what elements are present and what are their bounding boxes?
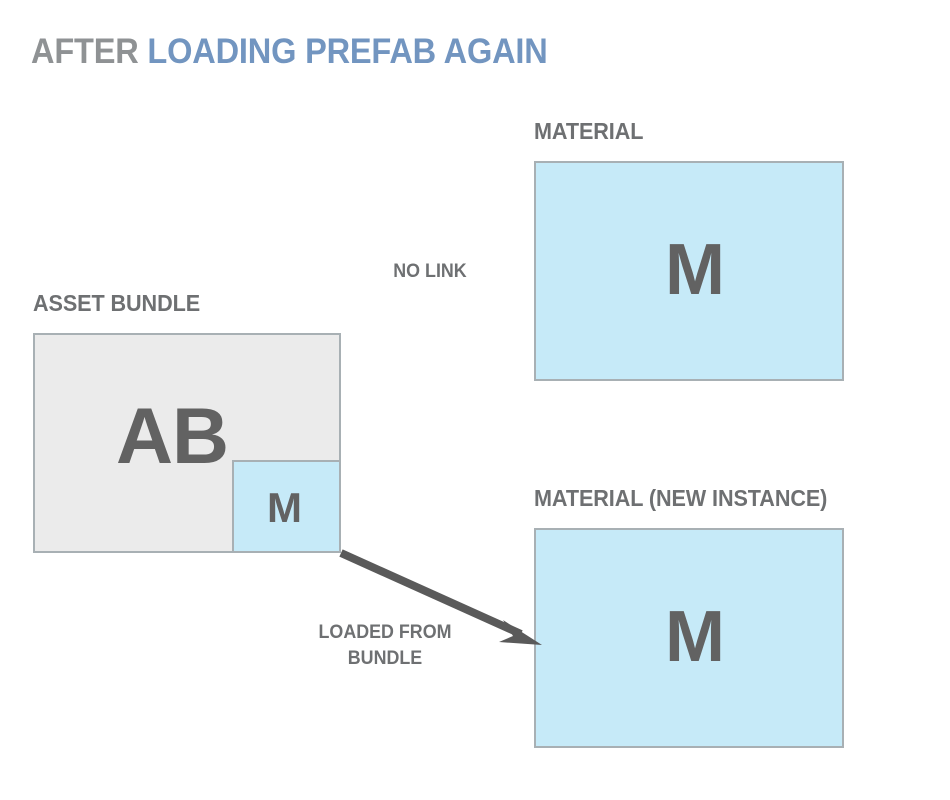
- material-box-label: MATERIAL: [534, 118, 644, 144]
- bundle-material-box: [232, 460, 341, 553]
- material-box: [534, 161, 844, 381]
- edge-label-loaded-from-bundle: LOADED FROM BUNDLE: [318, 622, 452, 669]
- page-title-highlight: LOADING PREFAB AGAIN: [147, 32, 548, 71]
- bundle-material-box-glyph: M: [267, 484, 302, 531]
- page-title-prefix: AFTER: [31, 32, 148, 71]
- material-new-instance-box-glyph: M: [665, 597, 725, 677]
- material-box-glyph: M: [665, 230, 725, 310]
- asset-bundle-box-label: ASSET BUNDLE: [33, 290, 201, 316]
- material-new-instance-box-label: MATERIAL (NEW INSTANCE): [534, 485, 828, 511]
- page-title: AFTER LOADING PREFAB AGAIN: [31, 32, 548, 72]
- material-new-instance-box: [534, 528, 844, 748]
- edge-label-no-link: NO LINK: [393, 261, 467, 282]
- asset-bundle-box-glyph: AB: [116, 391, 229, 480]
